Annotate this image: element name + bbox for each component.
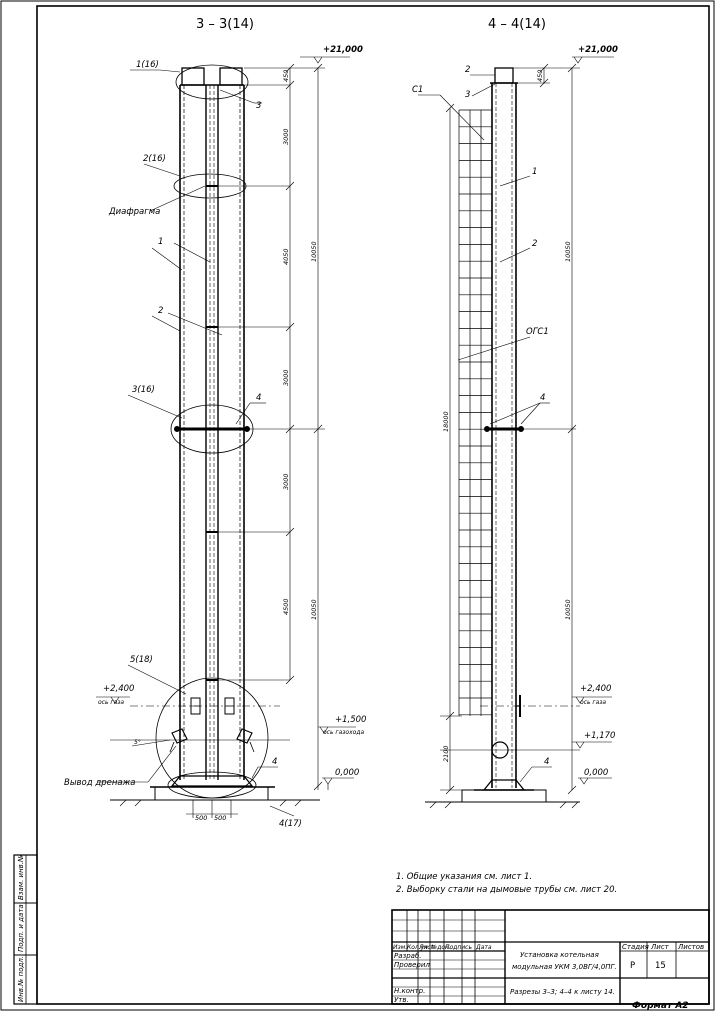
- side-stamp-inv: Инв.№ подл.: [17, 956, 25, 1002]
- level-1500: +1,500: [335, 715, 366, 725]
- tb-col-kol: Кол.уч: [407, 944, 428, 951]
- note-1: 1. Общие указания см. лист 1.: [396, 872, 532, 882]
- dim-3000c: 3000: [282, 473, 290, 490]
- right-dimensions: [440, 56, 614, 795]
- dim-500a: 500: [195, 814, 207, 822]
- tb-role-check: Проверил: [394, 961, 430, 969]
- level-2400-right-sub: ось газа: [580, 699, 606, 706]
- dim-3000b: 3000: [282, 369, 290, 386]
- right-leaders: [418, 74, 552, 783]
- inner-frame: [36, 5, 710, 1005]
- level-1500-sub: ось газохода: [323, 729, 364, 736]
- label-2-right-top: 2: [465, 65, 470, 75]
- dim-10050-right-bottom: 10050: [564, 599, 572, 620]
- label-angle: 5°: [134, 739, 141, 746]
- label-2-16: 2(16): [143, 154, 166, 164]
- dim-2100: 2100: [442, 745, 450, 762]
- dim-450-right: 450: [536, 70, 544, 82]
- label-3-left: 3: [256, 101, 261, 111]
- side-stamp-sign: Подп. и дата: [17, 904, 25, 952]
- side-stamp-replace: Взам. инв.№: [17, 855, 25, 900]
- label-2-right: 2: [532, 239, 537, 249]
- label-2-left: 2: [158, 306, 163, 316]
- dim-10050-left-top: 10050: [310, 241, 318, 262]
- level-2400-sub: ось газа: [98, 699, 124, 706]
- tb-sheets-head: Листов: [677, 943, 704, 951]
- label-4-right: 4: [540, 393, 545, 403]
- tb-stage-head: Стадия: [622, 943, 649, 951]
- title-block: [391, 909, 710, 1005]
- label-ogs1: ОГС1: [526, 327, 549, 337]
- tb-role-approve: Утв.: [394, 996, 409, 1004]
- dim-18000: 18000: [442, 411, 450, 432]
- level-top-right: +21,000: [578, 45, 618, 55]
- ladder-cage: [458, 109, 492, 716]
- level-2400-right: +2,400: [580, 684, 611, 694]
- left-leaders: [98, 69, 295, 817]
- chimney-left: [110, 64, 320, 807]
- dim-500b: 500: [214, 814, 226, 822]
- tb-col-date: Дата: [475, 944, 492, 951]
- dim-4050: 4050: [282, 248, 290, 265]
- dim-10050-left-bottom: 10050: [310, 599, 318, 620]
- tb-col-list: Лист: [418, 944, 435, 951]
- tb-role-nkontr: Н.контр.: [394, 987, 425, 995]
- tb-sheet-title: Разрезы 3–3; 4–4 к листу 14.: [510, 988, 615, 996]
- side-stamp: Инв.№ подл. Подп. и дата Взам. инв.№: [13, 854, 38, 1005]
- dim-10050-right-top: 10050: [564, 241, 572, 262]
- note-2: 2. Выборку стали на дымовые трубы см. ли…: [396, 885, 617, 895]
- label-diafragma: Диафрагма: [108, 207, 160, 217]
- dim-4500: 4500: [282, 598, 290, 615]
- label-3-right: 3: [465, 90, 470, 100]
- label-4b-left: 4: [272, 757, 277, 767]
- label-3-16: 3(16): [132, 385, 155, 395]
- level-1170: +1,170: [584, 731, 615, 741]
- dim-3000a: 3000: [282, 128, 290, 145]
- level-top-left: +21,000: [323, 45, 363, 55]
- label-4-17: 4(17): [279, 819, 302, 829]
- left-dimensions: [96, 56, 356, 818]
- level-0-right: 0,000: [584, 768, 608, 778]
- tb-col-sign: Подпись: [445, 944, 472, 951]
- tb-role-dev: Разраб.: [394, 952, 422, 960]
- label-4b-right: 4: [544, 757, 549, 767]
- chimney-right: [425, 67, 580, 809]
- tb-sheet-head: Лист: [650, 943, 670, 951]
- label-1-left: 1: [158, 237, 163, 247]
- tb-sheet: 15: [655, 961, 666, 971]
- tb-col-izm: Изм.: [393, 944, 407, 951]
- label-4-left: 4: [256, 393, 261, 403]
- section-title-left: 3 – 3(14): [196, 17, 254, 32]
- section-title-right: 4 – 4(14): [488, 17, 546, 32]
- label-drain: Вывод дренажа: [64, 778, 135, 788]
- tb-project-line2: модульная УКМ 3,0ВГ/4,0ПГ.: [512, 963, 617, 971]
- format-label: Формат А2: [632, 1001, 689, 1011]
- label-5-18: 5(18): [130, 655, 153, 665]
- label-c1: С1: [412, 85, 423, 95]
- label-1-right: 1: [532, 167, 537, 177]
- level-2400-left: +2,400: [103, 684, 134, 694]
- tb-project-line1: Установка котельная: [520, 951, 599, 959]
- tb-col-doc: №док.: [430, 944, 451, 951]
- label-1-16: 1(16): [136, 60, 159, 70]
- tb-stage: Р: [630, 961, 635, 971]
- level-0-left: 0,000: [335, 768, 359, 778]
- dim-450-left: 450: [282, 70, 290, 82]
